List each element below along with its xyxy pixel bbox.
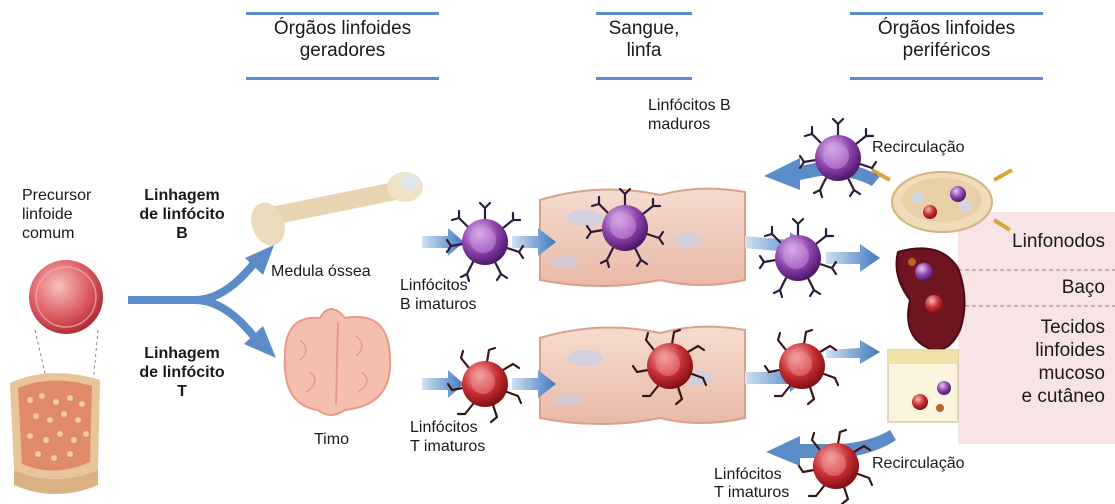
header-peripheral-organs-text: Órgãos linfoides periféricos [850,14,1043,67]
t-cell-recirculating-icon [799,430,872,504]
b-cell-mature-icon [760,219,836,297]
t-cell-mature-icon [765,330,838,404]
b-cell-recirculating-icon [800,119,876,197]
header-generator-organs-text: Órgãos linfoides geradores [246,14,439,67]
header-blood-lymph: Sangue, linfa [596,14,692,67]
lineage-arrows [128,245,276,358]
lymph-nodes-label: Linfonodos [1012,230,1105,253]
thymus-label: Timo [314,430,349,449]
immature-b-label: Linfócitos B imaturos [400,276,476,314]
header-peripheral-organs: Órgãos linfoides periféricos [850,14,1043,67]
bone-marrow-label: Medula óssea [271,262,371,281]
mucosal-tissue-icon [888,350,958,422]
blood-vessel-t [540,327,745,424]
recirculation-top-label: Recirculação [872,138,964,157]
recirculation-arrows [764,158,896,466]
bottom-t-label: Linfócitos T imaturos [714,466,789,502]
thymus-icon [285,309,390,415]
bone-marrow-icon [245,172,423,250]
recirculation-bottom-label: Recirculação [872,454,964,473]
b-lineage-label: Linhagem de linfócito B [124,186,240,243]
header-generator-organs: Órgãos linfoides geradores [246,14,439,67]
mucosal-cutaneous-label: Tecidos linfoides mucoso e cutâneo [1022,316,1105,408]
immature-t-label: Linfócitos T imaturos [410,418,485,456]
t-lineage-label: Linhagem de linfócito T [124,344,240,401]
bone-cross-section-icon [10,373,100,494]
spleen-label: Baço [1062,276,1105,299]
header-blood-lymph-text: Sangue, linfa [596,14,692,67]
spleen-icon [897,248,965,349]
precursor-label: Precursor linfoide comum [22,186,91,243]
mature-b-label: Linfócitos B maduros [648,96,731,134]
